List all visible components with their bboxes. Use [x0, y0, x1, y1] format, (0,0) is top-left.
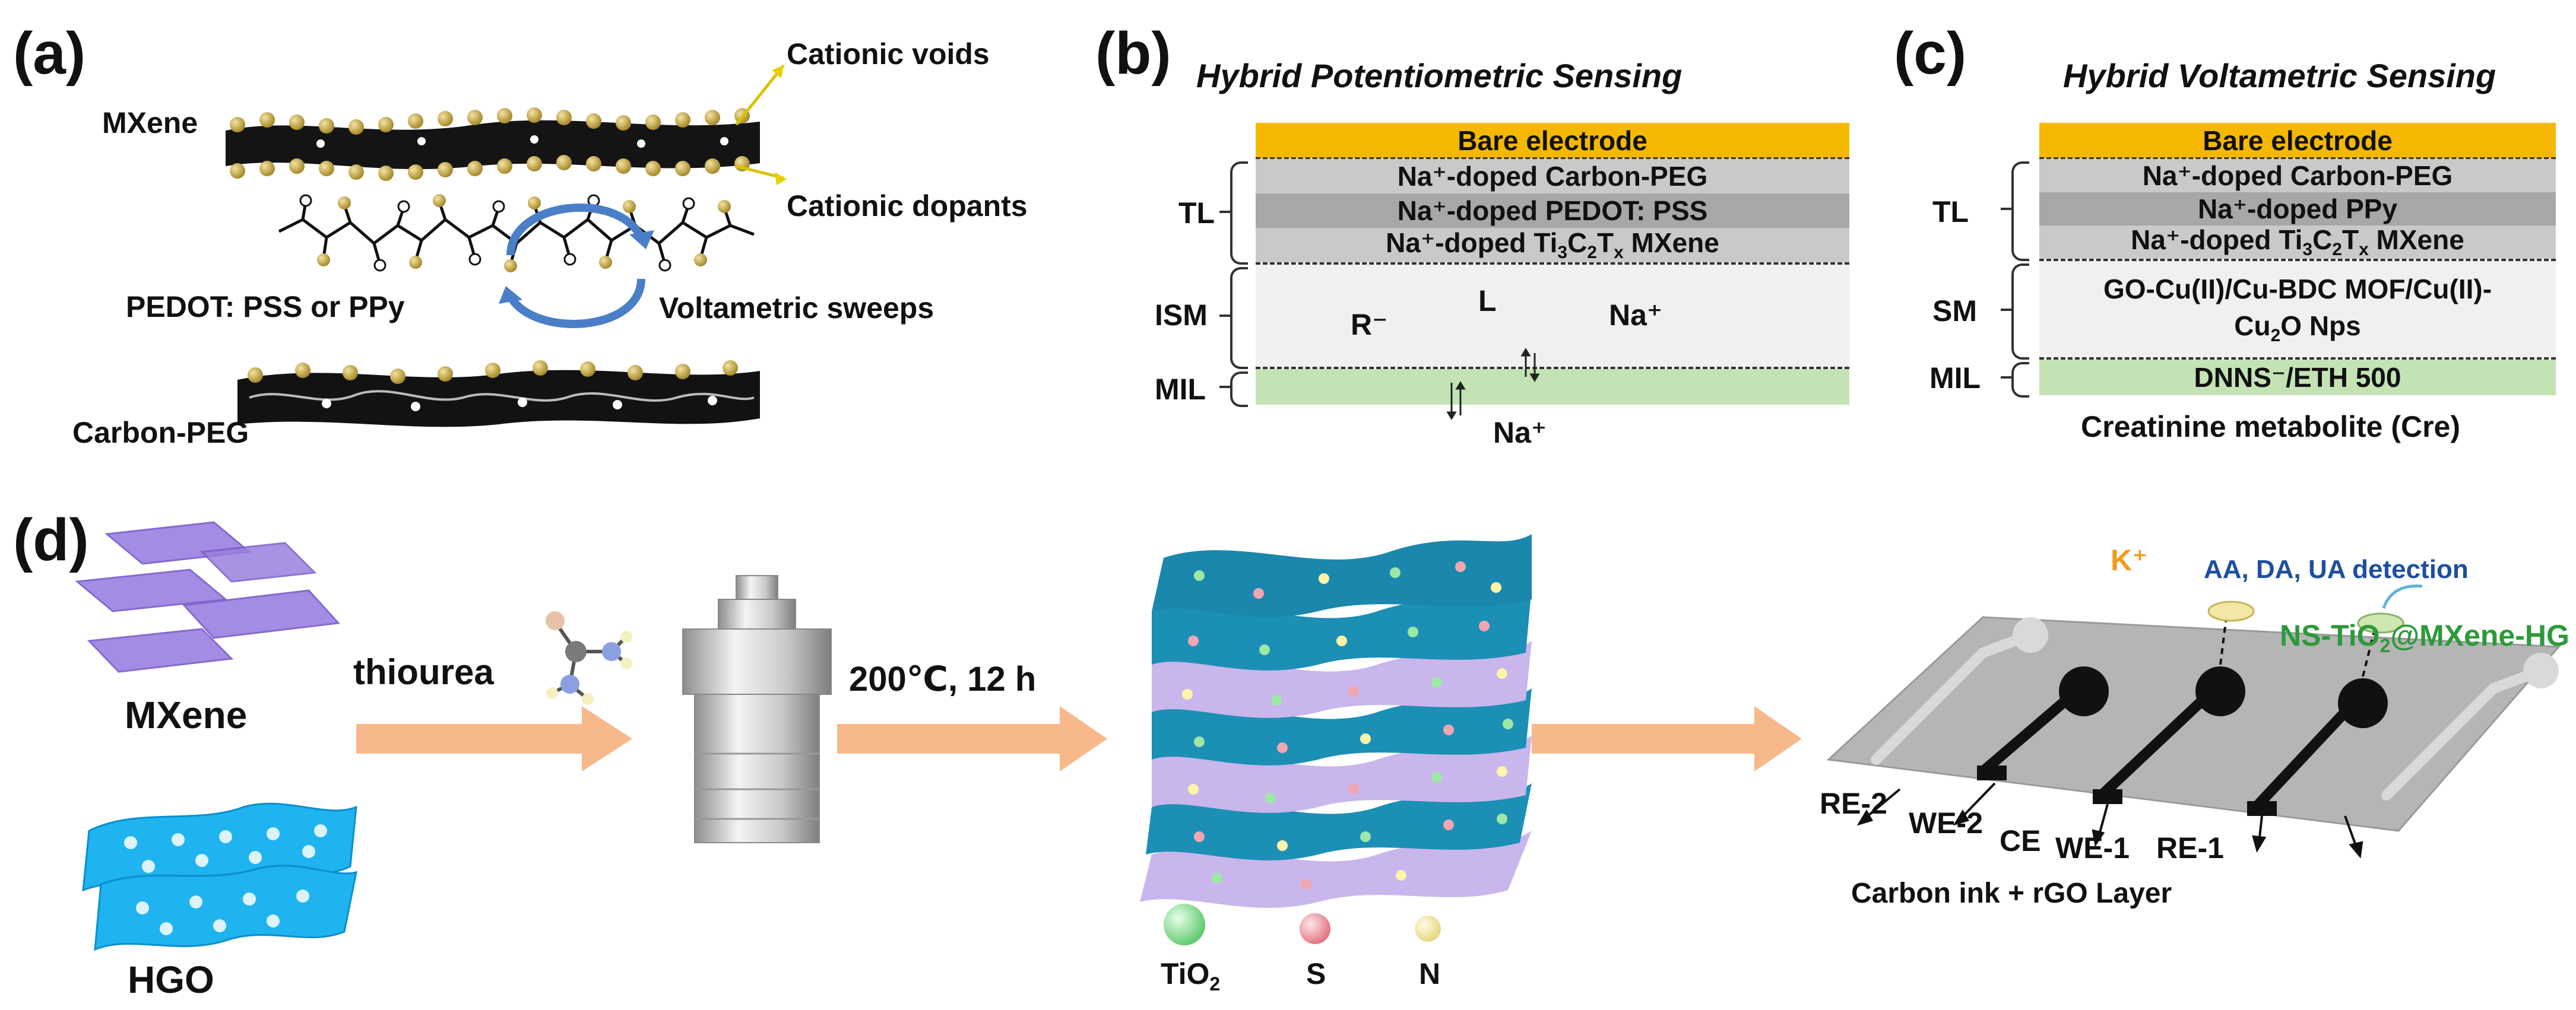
divider-b-1 — [1256, 157, 1849, 160]
divider-b-2 — [1256, 262, 1849, 265]
mxene-label: MXene — [102, 106, 198, 139]
callout-arrows — [735, 64, 787, 185]
mil-layer-c: DNNS⁻/ETH 500 — [2039, 360, 2556, 395]
voltametric-sweeps-label: Voltametric sweeps — [659, 291, 934, 325]
tl-label-b: TL — [1178, 196, 1215, 230]
particle-legend-icons — [1164, 904, 1441, 945]
thiourea-label: thiourea — [353, 652, 494, 692]
we1-label: WE-1 — [2055, 831, 2130, 865]
pedot-pss-ppy-label: PEDOT: PSS or PPy — [126, 290, 405, 323]
panel-c-title: Hybrid Voltametric Sensing — [2063, 57, 2496, 94]
divider-c-3 — [2039, 357, 2556, 360]
conditions-label: 200℃, 12 h — [849, 660, 1037, 698]
tl-layer-c-2: Na⁺-doped PPy — [2039, 192, 2556, 225]
creatinine-label: Creatinine metabolite (Cre) — [2081, 410, 2461, 443]
tl-layer-b-1-text: Na⁺-doped Carbon-PEG — [1397, 161, 1708, 192]
arrow-3 — [1532, 706, 1802, 771]
mil-brace-tip-c — [2001, 376, 2011, 379]
mil-brace-c — [2011, 362, 2029, 398]
tl-layer-c-2-text: Na⁺-doped PPy — [2197, 193, 2398, 224]
product-label: NS-TiO2@MXene-HG — [2280, 619, 2569, 656]
tio2-particle-icon — [1164, 904, 1205, 945]
hgo-label: HGO — [128, 958, 214, 1001]
carbon-ink-label: Carbon ink + rGO Layer — [1851, 878, 2172, 909]
mxene-layer-illustration — [226, 107, 760, 181]
s-legend-label: S — [1306, 957, 1326, 990]
tl-layer-b-2-text: Na⁺-doped PEDOT: PSS — [1397, 195, 1708, 226]
n-legend-label: N — [1419, 957, 1441, 990]
cycle-arrows — [499, 203, 654, 328]
carbon-peg-illustration — [237, 360, 760, 427]
arrow-1 — [356, 706, 632, 771]
tl-label-c: TL — [1932, 195, 1969, 228]
sm-label-c: SM — [1932, 294, 1977, 328]
divider-c-2 — [2039, 259, 2556, 261]
mxene-sheets-illustration — [75, 521, 341, 673]
tio2-legend-label: TiO2 — [1161, 957, 1221, 995]
n-particle-icon — [1415, 916, 1441, 942]
panel-b-label: (b) — [1095, 20, 1171, 87]
re2-label: RE-2 — [1820, 787, 1887, 820]
we2-label: WE-2 — [1909, 806, 1983, 840]
cationic-dopants-label: Cationic dopants — [787, 189, 1028, 223]
tl-layer-b-2: Na⁺-doped PEDOT: PSS — [1256, 193, 1849, 228]
panel-a-label: (a) — [13, 20, 86, 87]
thiourea-molecule-icon — [546, 611, 632, 705]
mil-brace-tip-b — [1219, 386, 1230, 388]
panel-d-label: (d) — [13, 507, 89, 573]
tl-layer-b-3-text: Na⁺-doped Ti3C2Tx MXene — [1386, 227, 1719, 263]
detection-label: AA, DA, UA detection — [2204, 555, 2469, 584]
tl-layer-b-3: Na⁺-doped Ti3C2Tx MXene — [1256, 227, 1849, 263]
k-plus-label: K⁺ — [2111, 544, 2148, 577]
tl-layer-c-1: Na⁺-doped Carbon-PEG — [2039, 159, 2556, 192]
mil-text-c: DNNS⁻/ETH 500 — [2194, 362, 2401, 393]
na-plus-bottom-label: Na⁺ — [1493, 416, 1547, 449]
tl-brace-c — [2011, 161, 2029, 261]
mil-label-b: MIL — [1155, 373, 1206, 406]
tl-brace-tip-c — [2001, 208, 2011, 210]
hgo-sheets-illustration — [82, 802, 357, 951]
ism-layer-b — [1256, 265, 1849, 367]
ism-brace-tip-b — [1219, 315, 1230, 317]
autoclave-icon — [682, 575, 832, 843]
mil-label-c: MIL — [1929, 361, 1981, 395]
tl-layer-c-1-text: Na⁺-doped Carbon-PEG — [2142, 160, 2453, 191]
re1-label: RE-1 — [2156, 831, 2224, 865]
sm-line-2: Cu2O Nps — [2234, 310, 2361, 345]
panel-b-title: Hybrid Potentiometric Sensing — [1196, 57, 1683, 94]
tl-layer-b-1: Na⁺-doped Carbon-PEG — [1256, 159, 1849, 193]
ism-brace-b — [1230, 267, 1248, 369]
tl-layer-c-3-text: Na⁺-doped Ti3C2Tx MXene — [2131, 224, 2464, 260]
bare-electrode-text-c: Bare electrode — [2203, 125, 2393, 156]
na-plus-ism-label: Na⁺ — [1609, 298, 1663, 332]
sm-brace-tip-c — [2001, 309, 2011, 311]
sm-layer-c: GO-Cu(II)/Cu-BDC MOF/Cu(II)- Cu2O Nps — [2039, 261, 2556, 357]
s-particle-icon — [1300, 913, 1330, 944]
divider-c-1 — [2039, 157, 2556, 160]
r-minus-label: R⁻ — [1351, 308, 1388, 341]
ion-transport-arrows — [1446, 348, 1540, 420]
carbon-peg-label: Carbon-PEG — [72, 416, 249, 449]
composite-stack-illustration — [1140, 534, 1532, 908]
bare-electrode-layer-c: Bare electrode — [2039, 123, 2556, 158]
cationic-voids-label: Cationic voids — [787, 37, 990, 71]
panel-c-label: (c) — [1894, 20, 1967, 87]
l-label: L — [1478, 284, 1497, 317]
mil-brace-b — [1230, 371, 1248, 407]
tl-brace-tip-b — [1219, 211, 1230, 213]
ce-label: CE — [2000, 824, 2041, 857]
sm-brace-c — [2011, 263, 2029, 360]
bare-electrode-layer-b: Bare electrode — [1256, 123, 1849, 158]
arrow-2 — [837, 706, 1107, 771]
sensor-chip-illustration — [1826, 584, 2561, 859]
sm-line-1: GO-Cu(II)/Cu-BDC MOF/Cu(II)- — [2103, 273, 2492, 304]
mxene-d-label: MXene — [125, 694, 248, 736]
ism-label-b: ISM — [1155, 298, 1208, 332]
tl-brace-b — [1230, 161, 1248, 265]
divider-b-3 — [1256, 367, 1849, 369]
tl-layer-c-3: Na⁺-doped Ti3C2Tx MXene — [2039, 224, 2556, 260]
bare-electrode-text-b: Bare electrode — [1457, 125, 1647, 156]
mil-layer-b — [1256, 369, 1849, 405]
